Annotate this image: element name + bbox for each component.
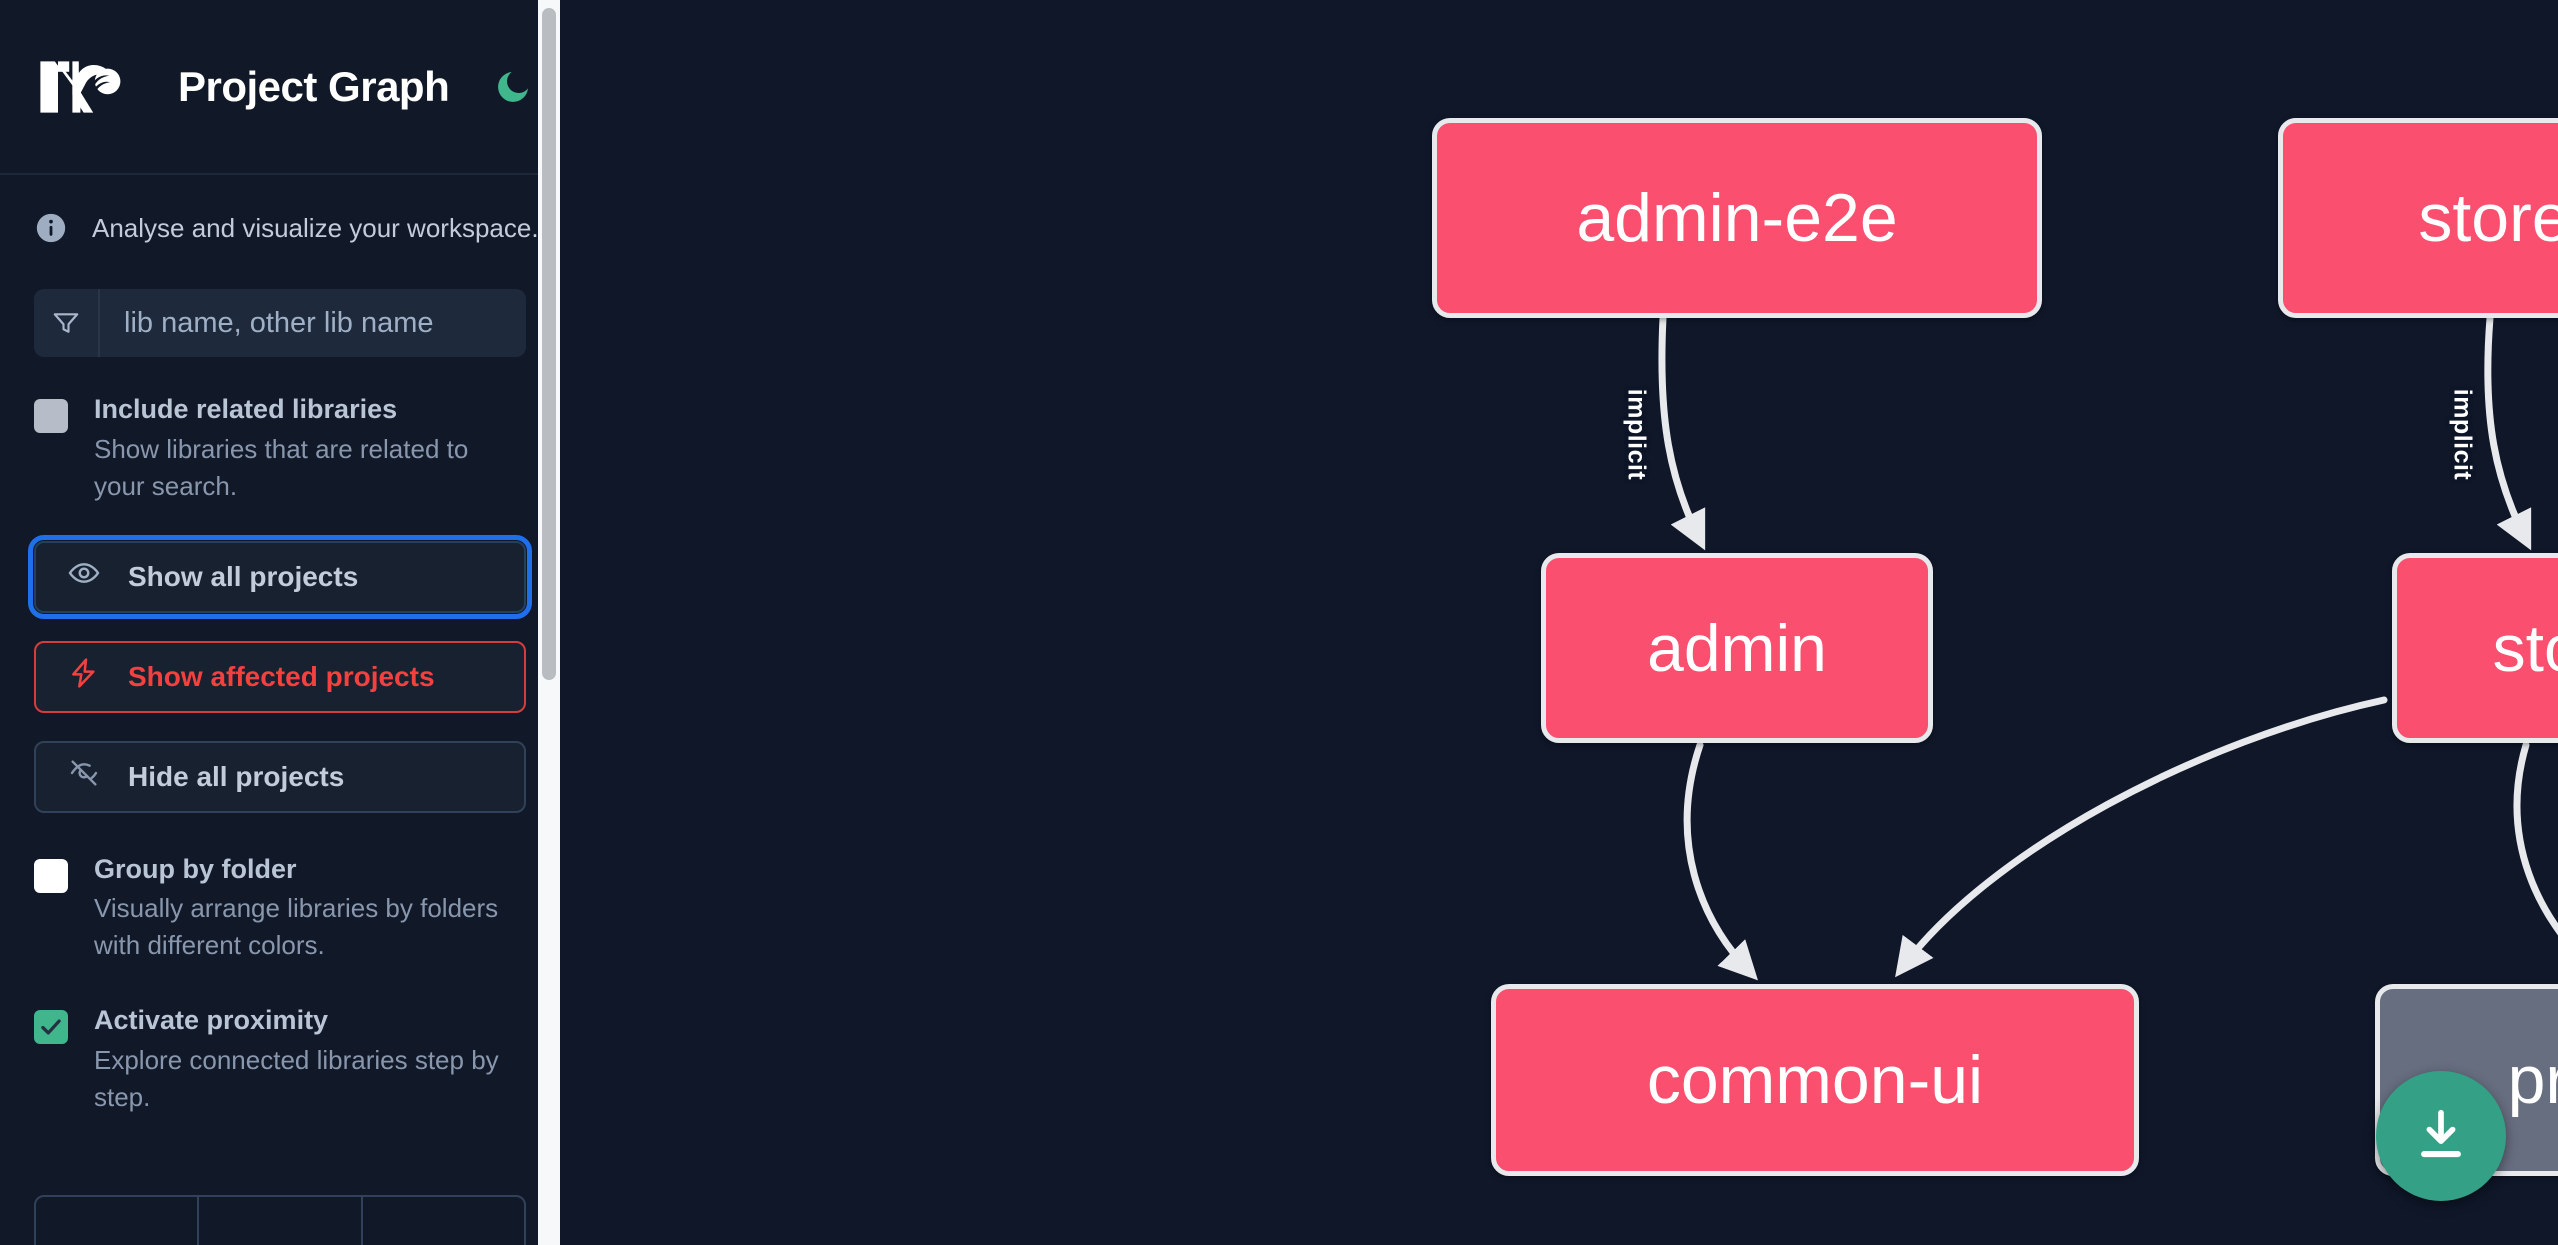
sidebar-header: Project Graph <box>0 0 560 175</box>
eye-off-icon <box>68 757 100 796</box>
option-activate-proximity[interactable]: Activate proximity Explore connected lib… <box>0 964 560 1116</box>
workspace-info-text: Analyse and visualize your workspace. <box>92 212 539 243</box>
graph-node-label: common-ui <box>1646 1042 1984 1118</box>
graph-node-admin-e2e[interactable]: admin-e2e <box>1432 118 2042 318</box>
projects-button-group: Show all projects Show affected projects <box>0 505 560 813</box>
show-affected-projects-button[interactable]: Show affected projects <box>34 640 526 713</box>
option-group-by-folder[interactable]: Group by folder Visually arrange librari… <box>0 813 560 965</box>
edge-label-implicit-store: implicit <box>2448 388 2477 481</box>
graph-node-label: store-e2e <box>2418 180 2558 256</box>
workspace-info: Analyse and visualize your workspace. <box>0 175 560 245</box>
proximity-step-segment[interactable] <box>36 1197 200 1245</box>
include-related-libraries-description: Show libraries that are related to your … <box>94 433 469 501</box>
info-icon <box>34 211 68 245</box>
check-icon <box>41 1019 61 1035</box>
lightning-icon <box>68 657 100 696</box>
edge-label-implicit-admin: implicit <box>1622 388 1651 481</box>
graph-canvas[interactable]: admin-e2e store-e2e admin store common-u… <box>560 0 2558 1245</box>
graph-node-common-ui[interactable]: common-ui <box>1491 984 2139 1176</box>
moon-icon[interactable] <box>493 63 533 111</box>
download-graph-button[interactable] <box>2376 1071 2506 1201</box>
proximity-step-segment[interactable] <box>199 1197 363 1245</box>
graph-node-label: products <box>2507 1042 2558 1118</box>
show-all-projects-button[interactable]: Show all projects <box>28 534 532 619</box>
include-related-libraries-checkbox[interactable] <box>34 399 68 433</box>
search-input[interactable] <box>100 289 526 357</box>
edge-admin-common-ui <box>1683 741 1759 981</box>
group-by-folder-label: Group by folder <box>94 853 297 884</box>
graph-edges <box>1658 314 2558 981</box>
graph-node-store[interactable]: store <box>2392 553 2558 743</box>
option-include-related-libraries[interactable]: Include related libraries Show libraries… <box>0 357 560 505</box>
show-all-projects-label: Show all projects <box>128 560 359 592</box>
activate-proximity-checkbox[interactable] <box>34 1010 68 1045</box>
proximity-step-segment[interactable] <box>363 1197 524 1245</box>
sidebar-scrollbar-thumb[interactable] <box>542 8 556 680</box>
edge-store-common-ui <box>1895 696 2388 978</box>
group-by-folder-checkbox[interactable] <box>34 858 68 893</box>
graph-node-label: admin-e2e <box>1576 180 1898 256</box>
show-affected-projects-label: Show affected projects <box>128 660 435 692</box>
download-icon <box>2421 1109 2461 1158</box>
graph-node-admin[interactable]: admin <box>1541 553 1933 743</box>
nx-logo-icon <box>34 52 130 122</box>
sidebar-scrollbar[interactable] <box>538 0 560 1245</box>
hide-all-projects-button[interactable]: Hide all projects <box>34 740 526 813</box>
proximity-step-button-group[interactable] <box>34 1195 526 1245</box>
search-section <box>0 245 560 357</box>
eye-icon <box>68 557 100 596</box>
activate-proximity-label: Activate proximity <box>94 1005 329 1036</box>
activate-proximity-description: Explore connected libraries step by step… <box>94 1044 499 1112</box>
sidebar: Project Graph Analyse and visualize your… <box>0 0 560 1245</box>
graph-node-store-e2e[interactable]: store-e2e <box>2278 118 2558 318</box>
search-box[interactable] <box>34 289 526 357</box>
graph-node-label: admin <box>1647 611 1827 685</box>
hide-all-projects-label: Hide all projects <box>128 760 345 792</box>
filter-icon <box>34 289 100 357</box>
include-related-libraries-label: Include related libraries <box>94 394 398 424</box>
edge-admin-e2e-admin <box>1658 314 1706 551</box>
group-by-folder-description: Visually arrange libraries by folders wi… <box>94 893 499 961</box>
page-title: Project Graph <box>178 62 450 110</box>
edge-store-products <box>2513 741 2558 936</box>
edge-store-e2e-store <box>2484 314 2532 551</box>
graph-node-label: store <box>2492 611 2558 685</box>
